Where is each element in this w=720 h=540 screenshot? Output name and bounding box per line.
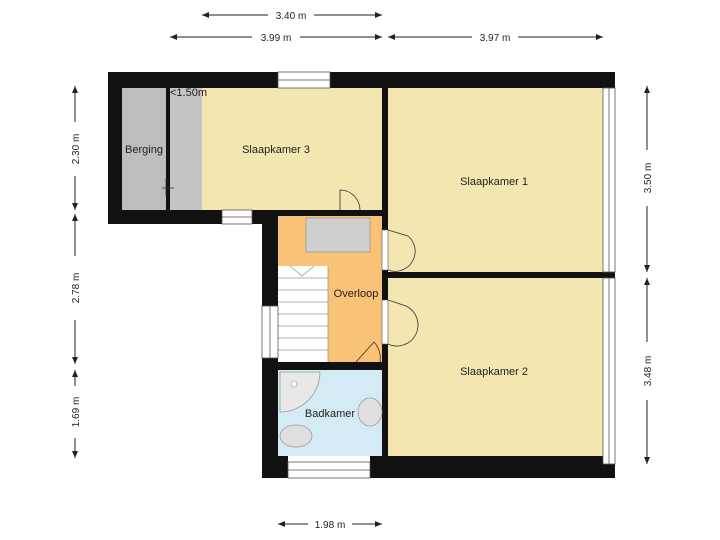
windows (221, 71, 616, 479)
slaapkamer3-floor (202, 88, 382, 210)
shower-drain (290, 380, 298, 388)
berging-floor (122, 88, 166, 210)
doors (162, 178, 419, 363)
dim-label-right-1: 3.50 m (643, 163, 654, 194)
dim-label-top-2a: 3.99 m (261, 33, 292, 44)
dim-label-bottom-1: 1.98 m (315, 520, 346, 531)
berging-floor-2 (170, 88, 202, 210)
washbasin (357, 397, 383, 427)
room-label-slaapkamer2: Slaapkamer 2 (460, 366, 528, 378)
dim-label-left-2: 2.78 m (71, 273, 82, 304)
low-ceiling-label: <1.50m (170, 87, 207, 99)
room-label-overloop: Overloop (334, 288, 379, 300)
dimension-lines (72, 12, 650, 527)
room-label-slaapkamer1: Slaapkamer 1 (460, 176, 528, 188)
landing-cabinet (305, 217, 371, 253)
toilet (279, 424, 313, 448)
shower (279, 371, 321, 413)
slaapkamer2-floor (388, 278, 603, 464)
dim-label-right-2: 3.48 m (643, 356, 654, 387)
stair-treads (278, 265, 329, 362)
room-label-slaapkamer3: Slaapkamer 3 (242, 144, 310, 156)
room-label-badkamer: Badkamer (305, 408, 355, 420)
room-label-berging: Berging (125, 144, 163, 156)
slaapkamer1-floor (388, 88, 603, 272)
dim-label-top-2b: 3.97 m (480, 33, 511, 44)
dim-label-left-3: 1.69 m (71, 397, 82, 428)
dim-label-left-1: 2.30 m (71, 134, 82, 165)
dim-label-top-1: 3.40 m (276, 11, 307, 22)
